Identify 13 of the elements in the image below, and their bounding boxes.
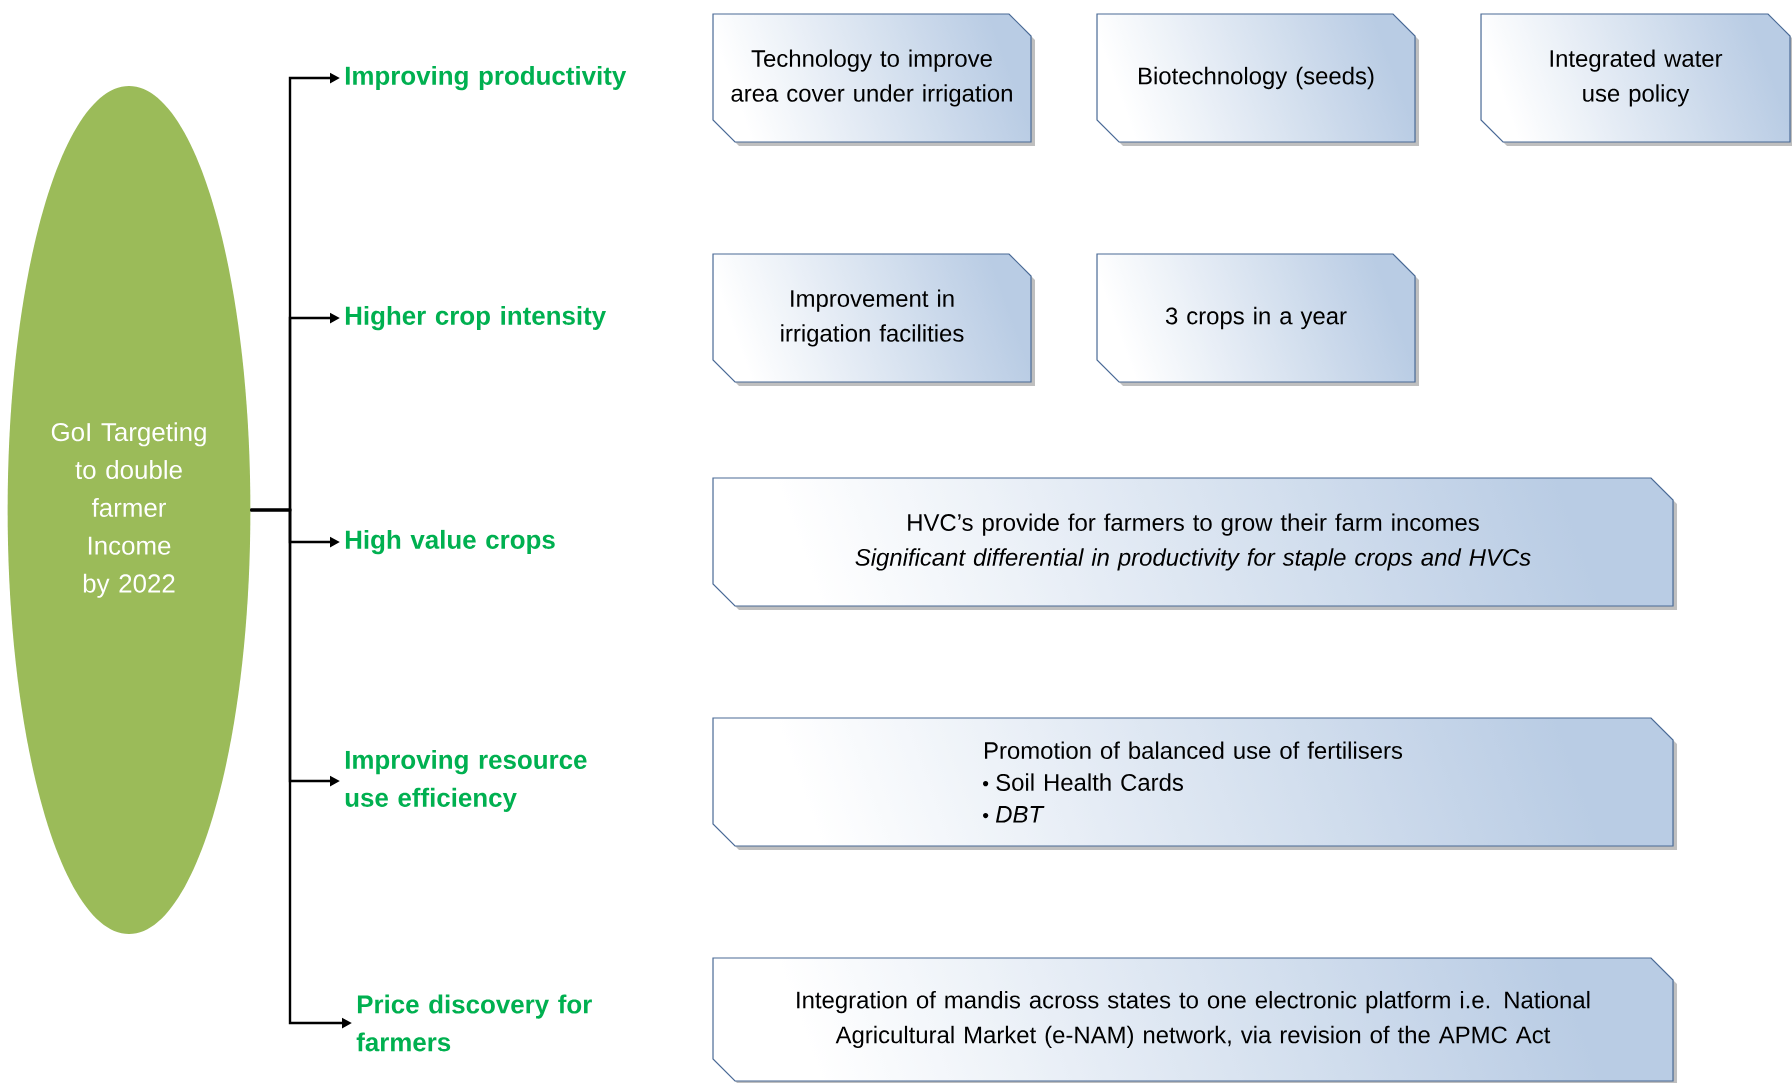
category-label: Higher crop intensity xyxy=(345,305,606,331)
initiative-box: Integration of mandis across states to one electronic platform i.e. National Agricultural Market (e-NAM) network, via revision of the APMC Act xyxy=(712,957,1677,1083)
category-label: High value crops xyxy=(345,529,555,555)
initiative-box: Promotion of balanced use of fertilisers Soil Health Cards DBT xyxy=(712,717,1677,850)
initiative-box: 3 crops in a year xyxy=(1096,253,1419,386)
initiative-box: Technology to improve area cover under irrigation xyxy=(712,13,1035,146)
category-label: Improving productivity xyxy=(345,65,627,91)
initiative-box: Biotechnology (seeds) xyxy=(1096,13,1419,146)
category-label: Price discovery for farmers xyxy=(356,994,592,1052)
initiative-box: Improvement in irrigation facilities xyxy=(712,253,1035,386)
initiative-box: Integrated water use policy xyxy=(1480,13,1792,146)
initiative-box: HVC’s provide for farmers to grow their farm incomes Significant differential in productivity for staple crops and HVCs xyxy=(712,477,1677,610)
category-label: Improving resource use efficiency xyxy=(345,750,587,812)
